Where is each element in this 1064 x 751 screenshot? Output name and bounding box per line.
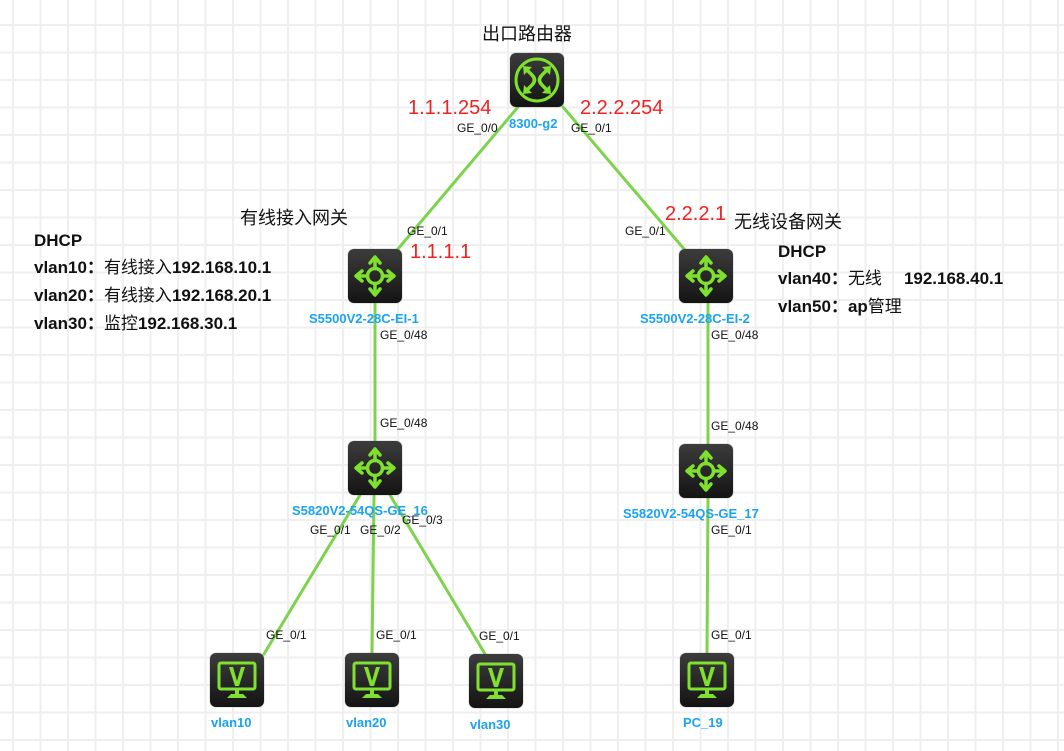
pc-vlan30-device[interactable] xyxy=(469,654,523,708)
link-sw4-pc19 xyxy=(705,495,710,656)
port-label: GE_0/1 xyxy=(711,628,752,642)
port-label: GE_0/2 xyxy=(360,523,401,537)
router-name[interactable]: 8300-g2 xyxy=(509,116,558,131)
pc-icon xyxy=(352,661,392,700)
dhcp-note-wired: DHCP vlan10：有线接入192.168.10.1 vlan20：有线接入… xyxy=(34,227,271,338)
pc-icon xyxy=(687,661,727,700)
dhcp-line: vlan10：有线接入192.168.10.1 xyxy=(34,258,272,278)
dhcp-line: vlan30：监控192.168.30.1 xyxy=(34,314,238,334)
switch-sw3-name[interactable]: S5820V2-54QS-GE_16 xyxy=(292,503,428,518)
port-label: GE_0/1 xyxy=(310,523,351,537)
router-device[interactable] xyxy=(510,53,564,107)
ip-label-router-left: 1.1.1.254 xyxy=(408,97,492,119)
switch-sw1-name[interactable]: S5500V2-28C-EI-1 xyxy=(309,311,419,326)
dhcp-heading: DHCP xyxy=(34,231,83,250)
link-sw3-pc10 xyxy=(262,493,362,656)
ip-label-sw1: 1.1.1.1 xyxy=(410,241,472,263)
pc-vlan10-name[interactable]: vlan10 xyxy=(211,715,252,730)
router-title: 出口路由器 xyxy=(482,24,572,45)
port-label: GE_0/1 xyxy=(376,628,417,642)
pc-vlan20-name[interactable]: vlan20 xyxy=(346,715,387,730)
port-label: GE_0/3 xyxy=(402,513,443,527)
l3-switch-icon xyxy=(685,450,727,492)
switch-sw1-device[interactable] xyxy=(348,249,402,303)
port-label: GE_0/48 xyxy=(711,328,759,342)
pc-icon xyxy=(476,662,516,701)
link-sw3-pc20 xyxy=(370,493,376,656)
wireless-gateway-title: 无线设备网关 xyxy=(734,212,842,233)
switch-sw2-device[interactable] xyxy=(679,249,733,303)
port-label: GE_0/48 xyxy=(711,419,759,433)
port-label: GE_0/48 xyxy=(380,416,428,430)
l3-switch-icon xyxy=(685,255,727,297)
l3-switch-icon xyxy=(354,447,396,489)
pc-19-device[interactable] xyxy=(680,653,734,707)
port-label: GE_0/0 xyxy=(457,121,498,135)
dhcp-heading: DHCP xyxy=(778,242,827,261)
port-label: GE_0/1 xyxy=(711,523,752,537)
wired-gateway-title: 有线接入网关 xyxy=(240,208,348,229)
dhcp-line: vlan20：有线接入192.168.20.1 xyxy=(34,286,272,306)
port-label: GE_0/1 xyxy=(571,121,612,135)
port-label: GE_0/1 xyxy=(625,224,666,238)
router-icon xyxy=(514,57,560,103)
port-label: GE_0/1 xyxy=(266,628,307,642)
l3-switch-icon xyxy=(354,255,396,297)
pc-vlan10-device[interactable] xyxy=(210,653,264,707)
switch-sw4-name[interactable]: S5820V2-54QS-GE_17 xyxy=(623,506,759,521)
port-label: GE_0/1 xyxy=(407,224,448,238)
port-label: GE_0/48 xyxy=(380,328,428,342)
ip-label-sw2: 2.2.2.1 xyxy=(665,203,727,225)
dhcp-line: vlan50：ap管理 xyxy=(778,297,902,317)
link-router-sw2 xyxy=(561,105,692,258)
switch-sw2-name[interactable]: S5500V2-28C-EI-2 xyxy=(640,311,750,326)
link-router-sw1 xyxy=(390,105,520,258)
switch-sw3-device[interactable] xyxy=(348,441,402,495)
ip-label-router-right: 2.2.2.254 xyxy=(580,97,664,119)
port-label: GE_0/1 xyxy=(479,629,520,643)
pc-19-name[interactable]: PC_19 xyxy=(683,715,723,730)
pc-icon xyxy=(217,661,257,700)
switch-sw4-device[interactable] xyxy=(679,444,733,498)
pc-vlan30-name[interactable]: vlan30 xyxy=(470,717,511,732)
pc-vlan20-device[interactable] xyxy=(345,653,399,707)
link-sw3-pc30 xyxy=(388,493,487,656)
